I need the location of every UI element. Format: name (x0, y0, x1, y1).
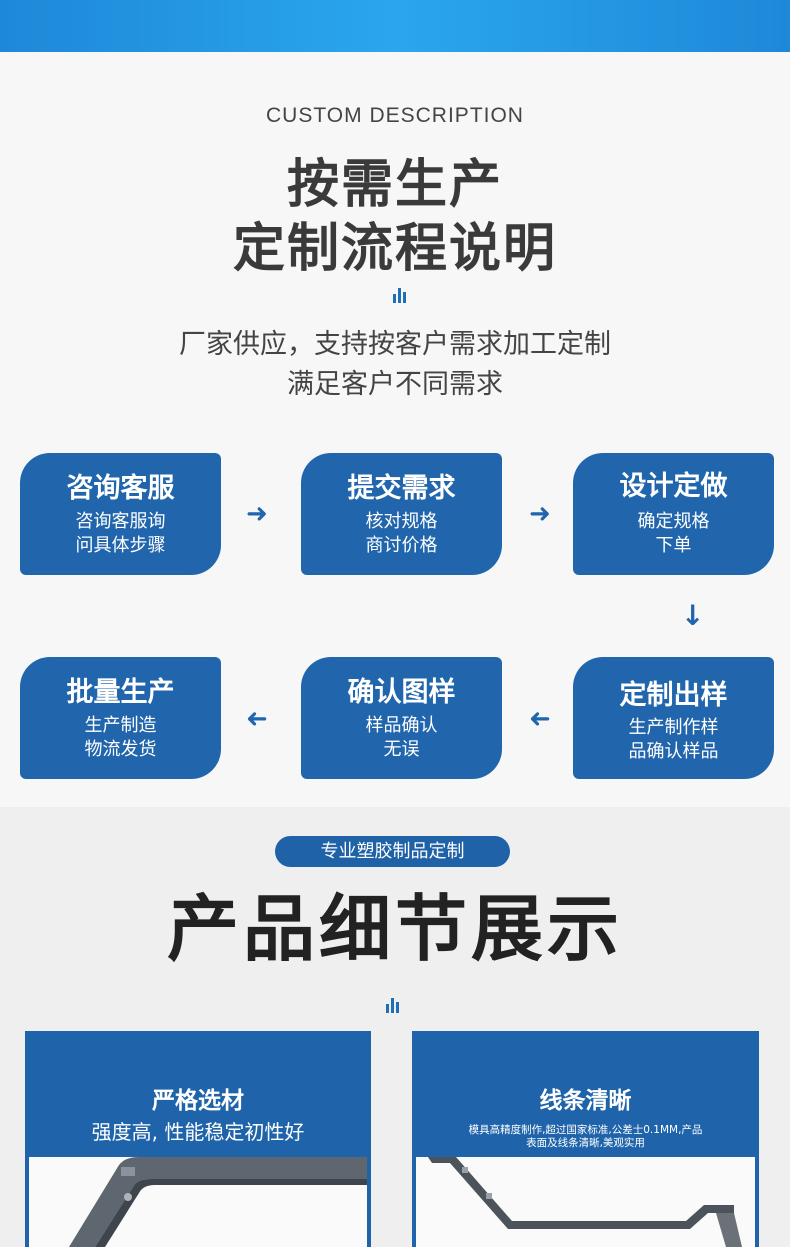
card-title: 线条清晰 (539, 1088, 632, 1114)
step-desc: 核对规格商讨价格 (365, 511, 438, 556)
arrow-left-icon: ➜ (529, 704, 551, 734)
step-design: 设计定做 确定规格下单 (573, 453, 774, 575)
step-sample: 定制出样 生产制作样品确认样品 (573, 657, 774, 779)
card-desc: 强度高, 性能稳定初性好 (91, 1120, 305, 1144)
step-consult: 咨询客服 咨询客服询问具体步骤 (20, 453, 221, 575)
detail-card-lines: 线条清晰 模具高精度制作,超过国家标准,公差士0.1MM,产品表面及线条清晰,美… (412, 1031, 759, 1247)
english-subtitle: CUSTOM DESCRIPTION (266, 104, 524, 127)
intro-line2: 满足客户不同需求 (287, 369, 503, 400)
step-title: 设计定做 (619, 471, 728, 502)
step-confirm: 确认图样 样品确认无误 (301, 657, 502, 779)
detail-card-material: 严格选材 强度高, 性能稳定初性好 (25, 1031, 371, 1247)
product-photo (29, 1157, 367, 1247)
step-desc: 咨询客服询问具体步骤 (75, 511, 166, 556)
step-desc: 样品确认无误 (365, 715, 438, 760)
page-title-line2: 定制流程说明 (232, 219, 557, 279)
top-banner (0, 0, 790, 52)
bar-chart-icon (386, 997, 404, 1013)
arrow-right-icon: ➜ (529, 499, 551, 529)
step-title: 定制出样 (619, 680, 728, 711)
product-photo (416, 1157, 755, 1247)
arrow-right-icon: ➜ (246, 499, 268, 529)
arrow-down-icon: ↓ (681, 599, 705, 632)
section-badge: 专业塑胶制品定制 (275, 836, 510, 867)
step-mass-production: 批量生产 生产制造物流发货 (20, 657, 221, 779)
page-title-line1: 按需生产 (286, 155, 503, 215)
step-desc: 确定规格下单 (637, 511, 710, 556)
step-title: 批量生产 (66, 677, 175, 708)
card-title: 严格选材 (152, 1088, 244, 1114)
step-desc: 生产制作样品确认样品 (628, 717, 719, 762)
step-title: 确认图样 (347, 677, 456, 708)
step-title: 咨询客服 (66, 473, 175, 504)
card-desc: 模具高精度制作,超过国家标准,公差士0.1MM,产品表面及线条清晰,美观实用 (468, 1124, 703, 1149)
step-desc: 生产制造物流发货 (84, 715, 157, 760)
step-submit: 提交需求 核对规格商讨价格 (301, 453, 502, 575)
arrow-left-icon: ➜ (246, 704, 268, 734)
step-title: 提交需求 (347, 473, 456, 504)
intro-line1: 厂家供应，支持按客户需求加工定制 (179, 329, 611, 360)
bar-chart-icon (393, 287, 411, 303)
details-title: 产品细节展示 (166, 887, 623, 971)
